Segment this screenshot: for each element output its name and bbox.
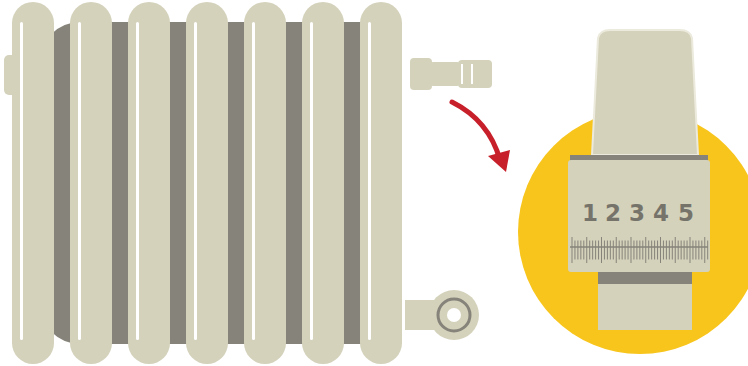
illustration-part: [690, 237, 691, 263]
illustration-part: [438, 299, 470, 331]
scale-ticks: [572, 237, 708, 263]
dial-number: 5: [678, 202, 694, 225]
illustration-part: [461, 64, 463, 84]
thermostat-knob: [568, 30, 710, 330]
illustration-part: [692, 241, 693, 260]
radiator: [4, 2, 492, 364]
illustration-part: [625, 241, 626, 260]
illustration-part: [684, 241, 685, 260]
illustration-part: [128, 2, 170, 364]
illustration-part: [660, 237, 661, 263]
illustration-part: [430, 62, 460, 86]
illustration-part: [607, 241, 608, 260]
illustration-part: [572, 237, 573, 263]
illustration-part: [429, 290, 479, 340]
illustration-part: [577, 241, 578, 260]
illustration-part: [360, 2, 402, 364]
illustration-part: [574, 241, 575, 260]
illustration-part: [310, 22, 313, 340]
illustration-part: [707, 241, 708, 260]
illustration-part: [695, 241, 696, 260]
illustration-part: [631, 237, 632, 263]
illustration-part: [598, 272, 692, 284]
illustration-part: [648, 241, 649, 260]
illustration-part: [645, 237, 646, 263]
illustration-part: [669, 241, 670, 260]
illustration-part: [252, 22, 255, 340]
illustration-part: [633, 241, 634, 260]
illustration-part: [244, 2, 286, 364]
pointer-arrow: [452, 102, 510, 172]
illustration-part: [672, 241, 673, 260]
illustration-part: [601, 237, 602, 263]
illustration-part: [488, 150, 510, 172]
illustration-part: [447, 308, 461, 322]
illustration-part: [619, 241, 620, 260]
illustration-part: [20, 22, 23, 340]
illustration-part: [568, 160, 710, 272]
illustration-part: [675, 237, 676, 263]
illustration-part: [642, 241, 643, 260]
illustration-part: [657, 241, 658, 260]
illustration-part: [622, 241, 623, 260]
illustration-part: [663, 241, 664, 260]
illustration-part: [595, 241, 596, 260]
illustration-part: [681, 241, 682, 260]
illustration-part: [452, 102, 500, 160]
illustration-part: [592, 30, 698, 155]
illustration-part: [654, 241, 655, 260]
illustration-part: [194, 22, 197, 340]
illustration-part: [704, 237, 705, 263]
dial-number: 2: [605, 202, 621, 225]
illustration-part: [639, 241, 640, 260]
illustration-part: [698, 241, 699, 260]
illustration-part: [368, 22, 371, 340]
illustration-part: [471, 64, 473, 84]
dial-number: 1: [582, 202, 598, 225]
illustration-part: [613, 241, 614, 260]
illustration-part: [302, 2, 344, 364]
illustration-part: [604, 241, 605, 260]
radiator-columns: [12, 2, 402, 364]
illustration-part: [589, 241, 590, 260]
illustration-part: [678, 241, 679, 260]
illustration-part: [628, 241, 629, 260]
illustration-part: [592, 241, 593, 260]
illustration-part: [12, 2, 54, 364]
illustration-part: [651, 241, 652, 260]
radiator-valve: [410, 58, 492, 90]
illustration-part: [701, 241, 702, 260]
illustration-part: [583, 241, 584, 260]
illustration-part: [666, 241, 667, 260]
illustration-part: [610, 241, 611, 260]
illustration-part: [636, 241, 637, 260]
dial-number: 3: [629, 202, 645, 225]
illustration-part: [687, 241, 688, 260]
radiator-fitting: [405, 290, 479, 340]
illustration-part: [186, 2, 228, 364]
illustration-part: [78, 22, 81, 340]
illustration-part: [136, 22, 139, 340]
illustration-part: [598, 284, 692, 330]
illustration-part: [598, 241, 599, 260]
dial-number: 4: [653, 202, 669, 225]
illustration-part: [70, 2, 112, 364]
illustration-part: [458, 60, 492, 88]
illustration-part: [580, 241, 581, 260]
illustration-part: [616, 237, 617, 263]
illustration-part: [410, 58, 432, 90]
illustration-part: [586, 237, 587, 263]
